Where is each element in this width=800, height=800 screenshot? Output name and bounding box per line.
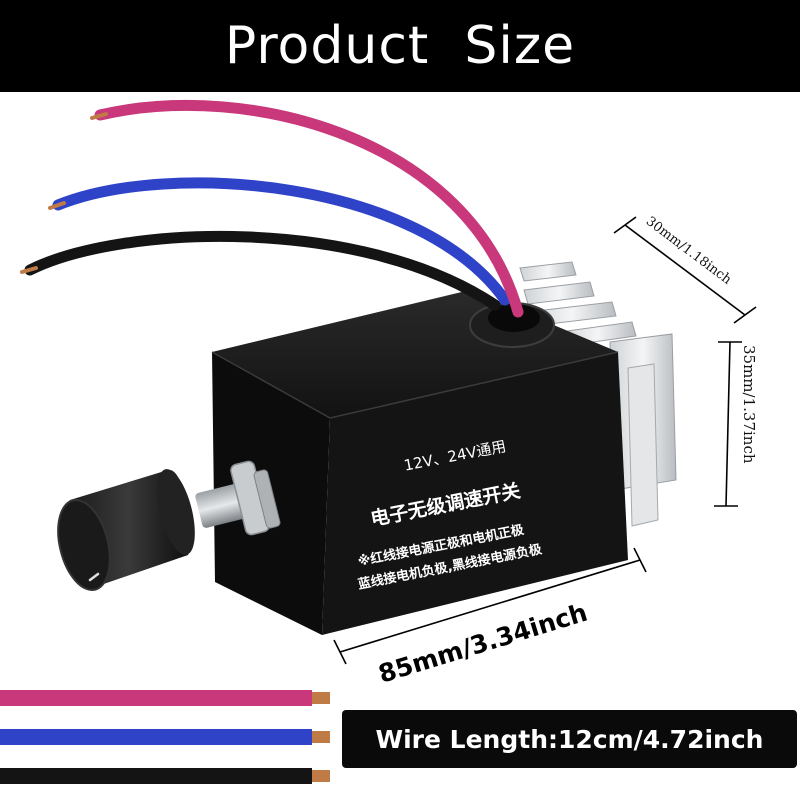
blue-wire-sample xyxy=(0,729,312,745)
wire-length-label: Wire Length:12cm/4.72inch xyxy=(375,724,764,754)
page-title: Product Size xyxy=(224,16,576,76)
black-wire-sample xyxy=(0,768,312,784)
red-wire-tip xyxy=(312,692,330,704)
black-wire-tip xyxy=(312,770,330,782)
height-dimension-label: 35mm/1.37inch xyxy=(740,345,758,464)
copper-tips xyxy=(20,112,108,274)
device-wires xyxy=(24,99,524,318)
speed-knob xyxy=(57,460,281,592)
header-bar: Product Size xyxy=(0,0,800,92)
red-wire-sample xyxy=(0,690,312,706)
blue-wire-tip xyxy=(312,731,330,743)
wire-length-badge: Wire Length:12cm/4.72inch xyxy=(342,710,797,768)
wire-samples xyxy=(0,690,330,784)
dimension-lines xyxy=(333,216,757,665)
